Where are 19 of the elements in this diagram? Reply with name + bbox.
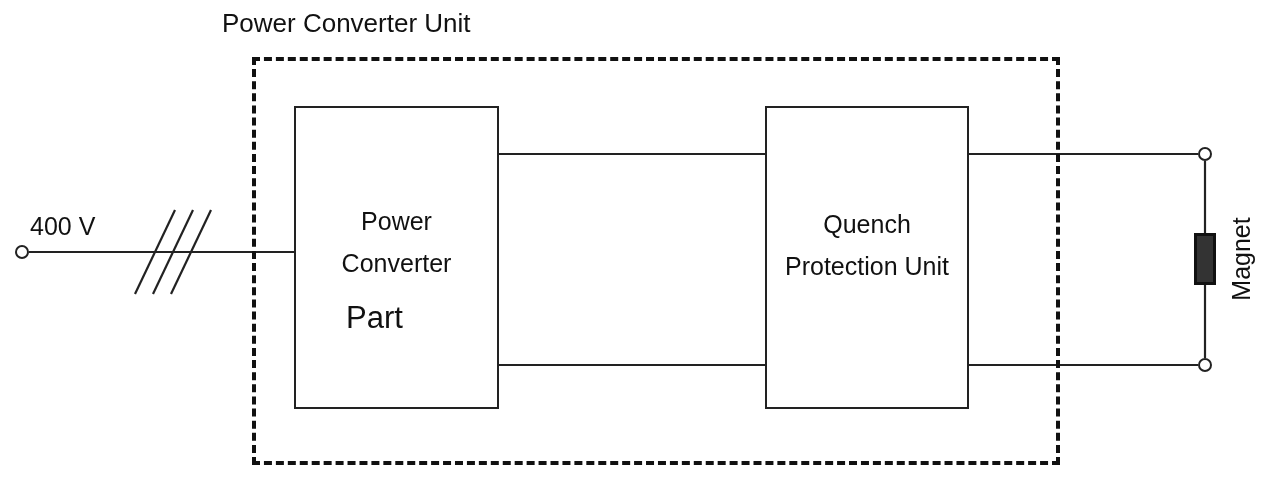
wire [1203, 161, 1207, 233]
block-label: Power Converter [340, 206, 453, 279]
voltage-label: 400 V [30, 212, 96, 241]
terminal-circle [15, 245, 29, 259]
wire [969, 363, 1198, 367]
block-box [294, 106, 499, 409]
terminal-circle [1198, 358, 1212, 372]
wire [1203, 285, 1207, 358]
wire [29, 250, 294, 254]
block-box [765, 106, 969, 409]
component-label: Magnet [1226, 217, 1256, 301]
wire [499, 363, 765, 367]
block-sublabel: Part [346, 299, 403, 337]
wire [499, 152, 765, 156]
group-title: Power Converter Unit [222, 8, 471, 39]
wire [969, 152, 1198, 156]
magnet-symbol [1194, 233, 1216, 285]
terminal-circle [1198, 147, 1212, 161]
block-label: Quench Protection Unit [784, 209, 950, 282]
